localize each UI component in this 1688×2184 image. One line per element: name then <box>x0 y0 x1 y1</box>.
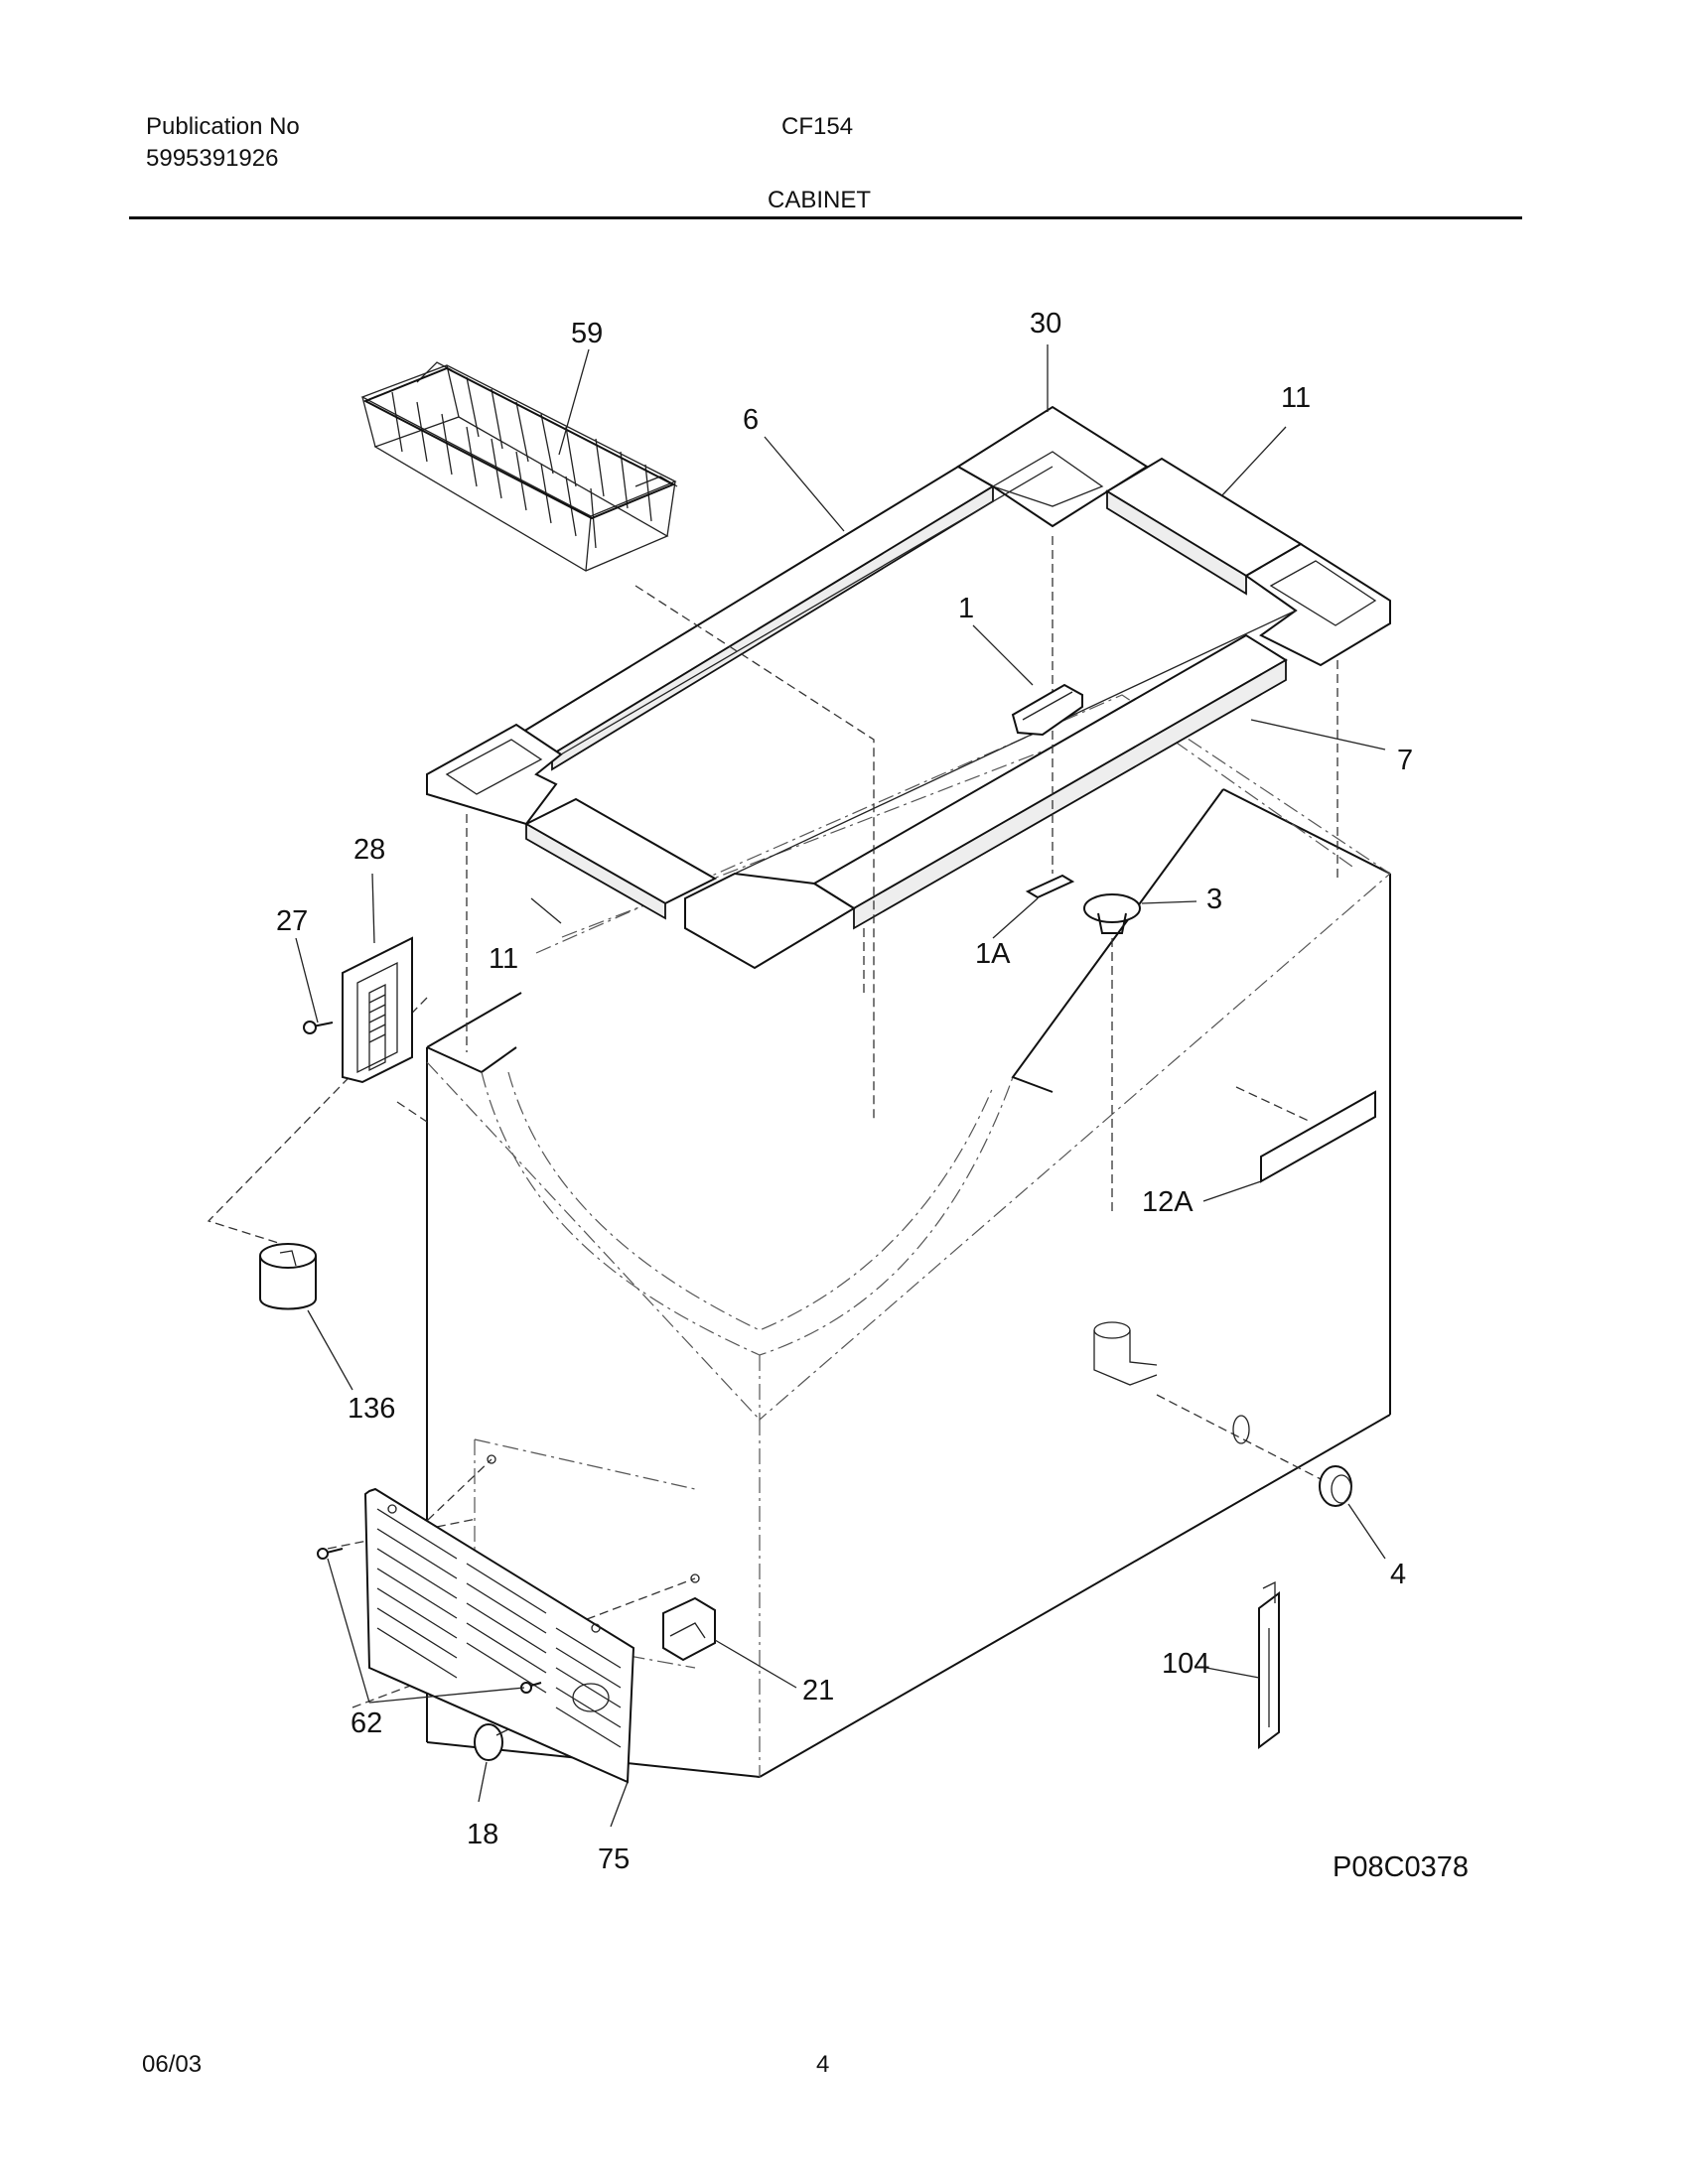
lid-handle <box>1011 683 1083 737</box>
callout-7: 7 <box>1397 745 1413 776</box>
callout-6: 6 <box>743 404 759 436</box>
callout-27: 27 <box>276 905 308 937</box>
header-rule <box>129 216 1522 219</box>
callout-1: 1 <box>958 593 974 624</box>
model-number: CF154 <box>781 113 854 140</box>
grille-screws <box>317 1548 542 1694</box>
publication-number: 5995391926 <box>146 145 279 172</box>
callout-30: 30 <box>1030 308 1061 340</box>
callout-3: 3 <box>1206 884 1222 915</box>
callout-28: 28 <box>353 834 385 866</box>
callout-labels: 59 30 6 11 1 7 28 27 3 11 1A 12A 136 4 1… <box>276 308 1413 1875</box>
breaker-strip-frame <box>426 405 1391 970</box>
hinge-screw <box>303 1021 334 1034</box>
callout-1a: 1A <box>975 938 1011 970</box>
callout-11-bottom: 11 <box>489 943 518 975</box>
callout-62: 62 <box>351 1707 382 1739</box>
toe-grille <box>363 1487 635 1784</box>
callout-59: 59 <box>571 318 603 349</box>
leader-lines <box>295 344 1386 1828</box>
drain-plug <box>1083 893 1141 934</box>
callout-11-top: 11 <box>1281 382 1311 414</box>
drain-tube <box>1093 1321 1250 1444</box>
leveling-foot <box>259 1243 317 1310</box>
lid-hinge <box>342 936 413 1084</box>
callout-75: 75 <box>598 1843 630 1875</box>
wire-basket <box>360 361 678 572</box>
callout-104: 104 <box>1162 1648 1209 1680</box>
footer-date: 06/03 <box>142 2051 203 2078</box>
latch-plate <box>1025 874 1075 899</box>
thermometer <box>1258 1580 1280 1749</box>
drawing-code: P08C0378 <box>1333 1851 1469 1883</box>
page-number: 4 <box>816 2051 830 2078</box>
callout-4: 4 <box>1390 1559 1406 1590</box>
callout-18: 18 <box>467 1819 498 1850</box>
publication-label: Publication No <box>146 113 300 140</box>
callout-136: 136 <box>348 1393 395 1425</box>
relay-overload <box>487 1454 716 1662</box>
grille-knob <box>474 1723 509 1761</box>
callout-12a: 12A <box>1142 1186 1194 1218</box>
section-title: CABINET <box>768 187 872 213</box>
rating-label <box>1235 1086 1376 1183</box>
callout-21: 21 <box>802 1675 834 1706</box>
drain-cap <box>1319 1465 1352 1507</box>
